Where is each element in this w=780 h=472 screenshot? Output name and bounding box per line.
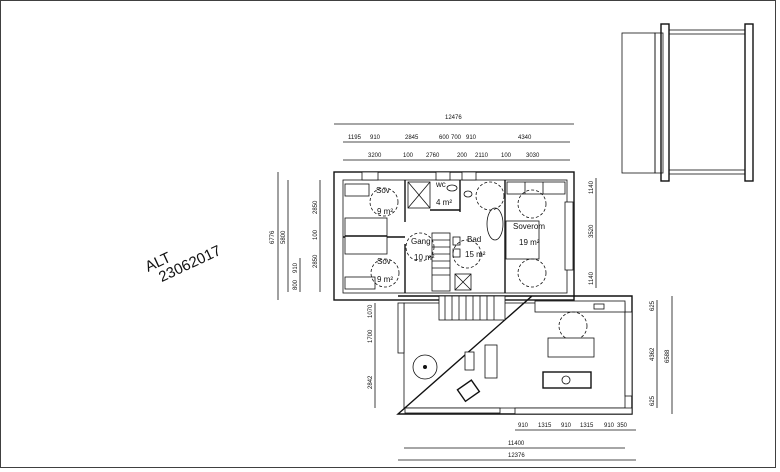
dim-right-upper-3: 1140	[589, 271, 595, 285]
dim-left-seg-1: 2850	[313, 200, 319, 214]
dim-top2-7: 3030	[526, 153, 540, 159]
detail-element	[621, 23, 754, 182]
dimension-lines	[277, 123, 673, 461]
room-bad-area: 15 m²	[465, 250, 486, 259]
dim-bottom-3: 910	[561, 423, 572, 429]
dim-top2-6: 100	[501, 153, 512, 159]
room-soverom-name: Soverom	[513, 222, 545, 231]
room-wc-area: 4 m²	[436, 198, 452, 207]
dim-bottom-total: 12376	[508, 453, 525, 459]
room-gang-name: Gang	[411, 237, 431, 246]
dim-left-seg-2: 100	[313, 229, 319, 240]
dim-bottom-4: 1315	[580, 423, 594, 429]
lower-floor	[396, 295, 633, 415]
dim-top-7: 4340	[518, 135, 532, 141]
room-gang-area: 10 m²	[414, 253, 435, 262]
dim-lower-left-1: 1070	[368, 304, 374, 318]
room-soverom-area: 19 m²	[519, 238, 540, 247]
dim-right-upper-2: 3520	[589, 224, 595, 238]
dim-lower-left-2: 1700	[368, 329, 374, 343]
dim-left-inner: 5800	[281, 230, 287, 244]
dim-top2-3: 2760	[426, 153, 440, 159]
dim-top2-5: 2110	[475, 153, 489, 159]
dim-top2-4: 200	[457, 153, 468, 159]
dim-top2-2: 100	[403, 153, 414, 159]
room-wc-name: wc	[435, 180, 446, 189]
dim-lower-right-2: 4362	[650, 347, 656, 361]
dim-lower-right-1: 625	[650, 300, 656, 311]
room-sov-1-area: 9 m²	[377, 207, 393, 216]
dim-top-3: 2845	[405, 135, 419, 141]
dim-bottom-1: 910	[518, 423, 529, 429]
dim-left-small-2: 800	[293, 279, 299, 290]
dim-bottom-2: 1315	[538, 423, 552, 429]
dim-lower-left-3: 2842	[368, 375, 374, 389]
dim-bottom-inner-total: 11400	[508, 441, 525, 447]
dim-top-6: 910	[466, 135, 477, 141]
dim-top-5: 700	[451, 135, 462, 141]
dim-top-total: 12476	[445, 115, 462, 121]
dim-top-2: 910	[370, 135, 381, 141]
room-sov-2-name: Sov	[377, 257, 391, 266]
dim-left-outer: 6776	[270, 230, 276, 244]
dim-top-4: 600	[439, 135, 450, 141]
dim-left-seg-3: 2850	[313, 254, 319, 268]
dim-left-small-1: 910	[293, 262, 299, 273]
dim-lower-right-3: 625	[650, 395, 656, 406]
dim-top-1: 1195	[348, 135, 362, 141]
dim-lower-right-total: 6588	[665, 349, 671, 363]
room-bad-name: Bad	[467, 235, 481, 244]
upper-floor	[333, 171, 575, 301]
room-sov-2-area: 9 m²	[377, 275, 393, 284]
room-sov-1-name: Sov	[376, 186, 390, 195]
dim-bottom-6: 350	[617, 423, 628, 429]
dim-right-upper-1: 1140	[589, 180, 595, 194]
dim-bottom-5: 910	[604, 423, 615, 429]
dim-top2-1: 3200	[368, 153, 382, 159]
drawing-title: ALT 23062017	[143, 242, 224, 286]
